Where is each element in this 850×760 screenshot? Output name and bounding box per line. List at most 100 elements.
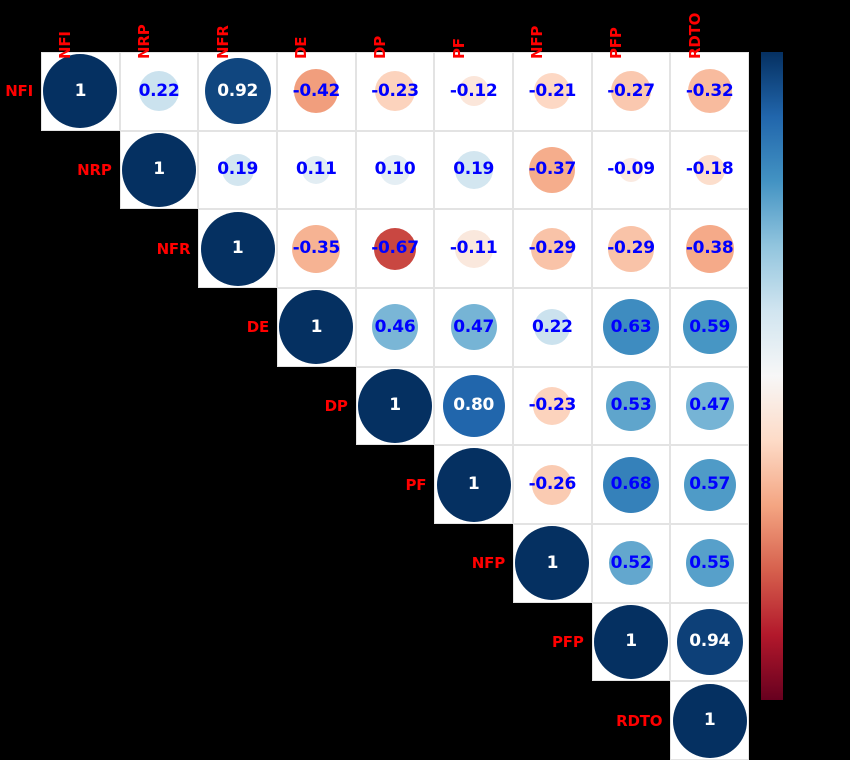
correlation-value: -0.21 [528, 80, 577, 101]
correlation-value: -0.18 [685, 159, 734, 180]
correlation-value: 0.22 [531, 316, 573, 337]
matrix-cell: -0.23 [355, 52, 435, 131]
correlation-value: 0.52 [610, 552, 652, 573]
correlation-bubble: 1 [515, 526, 590, 601]
column-label-pfp: PFP [607, 27, 625, 59]
row-label-nfi: NFI [5, 82, 33, 101]
correlation-value: 1 [703, 710, 716, 731]
column-label-nfr: NFR [213, 25, 232, 59]
matrix-cell: -0.11 [434, 209, 513, 288]
correlation-value: 0.59 [689, 316, 731, 337]
correlation-value: -0.23 [528, 395, 577, 416]
column-label-pf: PF [449, 38, 468, 59]
column-label-nfp: NFP [528, 25, 547, 59]
correlation-value: -0.32 [685, 80, 734, 101]
matrix-cell: 0.52 [591, 524, 671, 603]
colorbar [761, 52, 783, 700]
correlation-value: 1 [625, 631, 637, 652]
correlation-bubble: 0.47 [450, 304, 497, 351]
correlation-value: 1 [389, 395, 401, 416]
correlation-bubble: 0.92 [204, 58, 271, 125]
correlation-value: 1 [310, 316, 323, 337]
correlation-value: 0.19 [217, 159, 259, 180]
correlation-bubble: -0.09 [607, 157, 655, 182]
row-label-dp: DP [324, 397, 348, 415]
column-label-rdto: RDTO [685, 12, 704, 59]
correlation-bubble: 1 [357, 368, 432, 443]
correlation-bubble: 0.68 [602, 456, 659, 513]
correlation-value: 0.92 [217, 80, 259, 101]
matrix-cell: 0.59 [670, 288, 749, 367]
correlation-value: 0.55 [689, 552, 731, 573]
matrix-cell: -0.42 [277, 52, 356, 131]
correlation-bubble: 0.19 [217, 153, 258, 186]
matrix-cell: 0.47 [670, 366, 749, 446]
matrix-cell: 1 [277, 288, 356, 367]
correlation-value: 0.53 [610, 395, 652, 416]
matrix-cell: 0.19 [434, 130, 513, 210]
column-label-nfi: NFI [56, 31, 75, 59]
row-label-nfp: NFP [471, 554, 505, 573]
correlation-value: -0.38 [685, 238, 734, 259]
correlation-bubble: 1 [672, 683, 747, 758]
matrix-cell: -0.23 [513, 366, 592, 446]
matrix-cell: 0.22 [119, 52, 199, 131]
matrix-cell: 0.57 [670, 445, 749, 524]
correlation-value: -0.42 [292, 80, 341, 101]
correlation-bubble: 0.80 [442, 374, 505, 437]
matrix-cell: -0.35 [277, 209, 356, 288]
matrix-cell: 0.53 [591, 366, 671, 446]
correlation-bubble: 1 [279, 290, 354, 365]
correlation-bubble: -0.29 [607, 225, 655, 272]
matrix-cell: 1 [434, 445, 513, 524]
matrix-cell: 1 [119, 130, 199, 210]
matrix-cell: 0.68 [591, 445, 671, 524]
matrix-cell: -0.21 [513, 52, 592, 131]
correlation-bubble: -0.67 [371, 227, 419, 270]
row-label-rdto: RDTO [616, 711, 663, 730]
matrix-cell: 0.63 [591, 288, 671, 367]
correlation-bubble: -0.32 [685, 69, 734, 114]
correlation-value: 0.80 [453, 395, 495, 416]
correlation-bubble: 0.19 [453, 150, 494, 189]
matrix-cell: 1 [355, 366, 435, 446]
matrix-cell: 0.19 [198, 130, 277, 210]
correlation-value: -0.29 [607, 238, 655, 259]
correlation-value: -0.23 [371, 80, 419, 101]
row-label-nrp: NRP [77, 161, 112, 179]
correlation-value: -0.12 [449, 80, 498, 101]
correlation-bubble: 0.57 [683, 458, 736, 511]
correlation-bubble: 0.53 [605, 380, 656, 431]
correlation-bubble: 0.22 [139, 71, 180, 112]
correlation-bubble: -0.27 [607, 71, 655, 112]
correlation-value: -0.26 [528, 474, 577, 495]
matrix-cell: -0.26 [513, 445, 592, 524]
matrix-cell: -0.27 [591, 52, 671, 131]
correlation-value: 0.94 [689, 631, 731, 652]
correlation-bubble: 1 [200, 211, 275, 286]
correlation-bubble: 0.55 [685, 539, 734, 588]
correlation-bubble: 0.52 [608, 541, 653, 586]
matrix-cell: -0.12 [434, 52, 513, 131]
row-label-pf: PF [405, 475, 427, 494]
correlation-value: -0.67 [371, 238, 419, 259]
correlation-value: 0.11 [295, 159, 337, 180]
correlation-value: -0.35 [292, 238, 341, 259]
correlation-value: 0.68 [610, 474, 652, 495]
matrix-cell: -0.37 [513, 130, 592, 210]
correlation-value: 0.10 [374, 159, 416, 180]
correlation-bubble: -0.12 [450, 76, 498, 107]
correlation-bubble: 0.10 [375, 154, 416, 185]
row-label-de: DE [246, 318, 270, 337]
matrix-cell: -0.32 [670, 52, 749, 131]
matrix-cell: 0.46 [355, 288, 435, 367]
matrix-cell: 1 [591, 602, 671, 682]
matrix-cell: 0.80 [434, 366, 513, 446]
correlation-value: 1 [74, 80, 87, 101]
column-label-de: DE [292, 36, 311, 59]
correlation-bubble: -0.23 [529, 386, 576, 425]
correlation-bubble: 0.47 [685, 381, 734, 430]
column-label-nrp: NRP [135, 24, 153, 60]
correlation-bubble: 1 [121, 132, 196, 207]
matrix-cell: 0.94 [670, 602, 749, 682]
